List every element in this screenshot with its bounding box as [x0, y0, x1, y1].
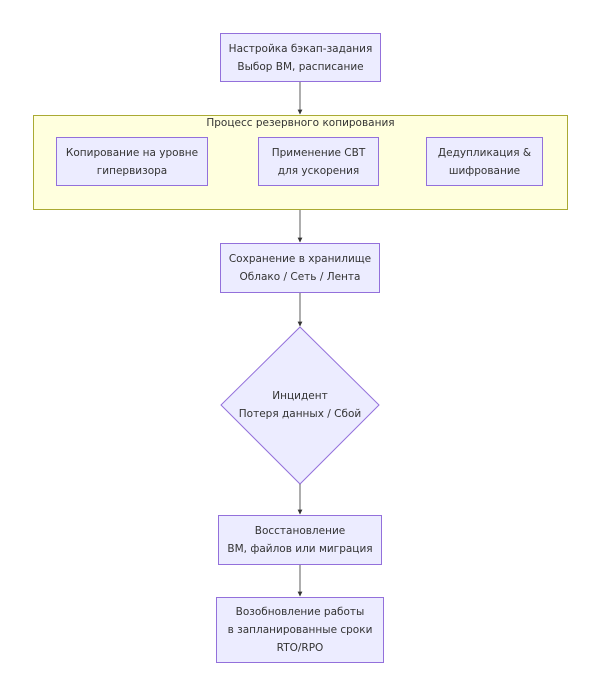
node-resume-line3: RTO/RPO — [276, 642, 324, 654]
node-resume-line1: Возобновление работы — [235, 606, 365, 618]
node-hypervisor-copy-line2: гипервизора — [96, 164, 168, 177]
cluster-title: Процесс резервного копирования — [206, 117, 395, 129]
decision-incident-line2: Потеря данных / Сбой — [238, 408, 362, 420]
node-hypervisor-copy-line1: Копирование на уровне — [65, 146, 199, 159]
node-restore: Восстановление ВМ, файлов или миграция — [218, 515, 382, 565]
node-cbt-line1: Применение CBT — [271, 146, 366, 159]
node-storage-line1: Сохранение в хранилище — [228, 253, 372, 265]
node-backup-setup: Настройка бэкап-задания Выбор ВМ, распис… — [220, 33, 381, 82]
node-hypervisor-copy: Копирование на уровне гипервизора — [56, 137, 208, 186]
node-storage: Сохранение в хранилище Облако / Сеть / Л… — [220, 243, 380, 293]
node-dedup-encryption: Дедупликация & шифрование — [426, 137, 543, 186]
node-storage-line2: Облако / Сеть / Лента — [239, 271, 361, 283]
decision-incident: Инцидент Потеря данных / Сбой — [221, 360, 379, 450]
node-cbt: Применение CBT для ускорения — [258, 137, 379, 186]
node-resume-line2: в запланированные сроки — [227, 624, 373, 636]
node-restore-line2: ВМ, файлов или миграция — [227, 543, 373, 555]
node-dedup-line1: Дедупликация & — [437, 146, 532, 159]
node-cbt-line2: для ускорения — [277, 164, 360, 177]
decision-incident-line1: Инцидент — [272, 390, 328, 402]
node-backup-setup-line2: Выбор ВМ, расписание — [237, 60, 364, 73]
node-resume: Возобновление работы в запланированные с… — [216, 597, 384, 663]
node-backup-setup-line1: Настройка бэкап-задания — [228, 42, 373, 55]
node-dedup-line2: шифрование — [448, 164, 521, 177]
node-restore-line1: Восстановление — [254, 525, 346, 537]
